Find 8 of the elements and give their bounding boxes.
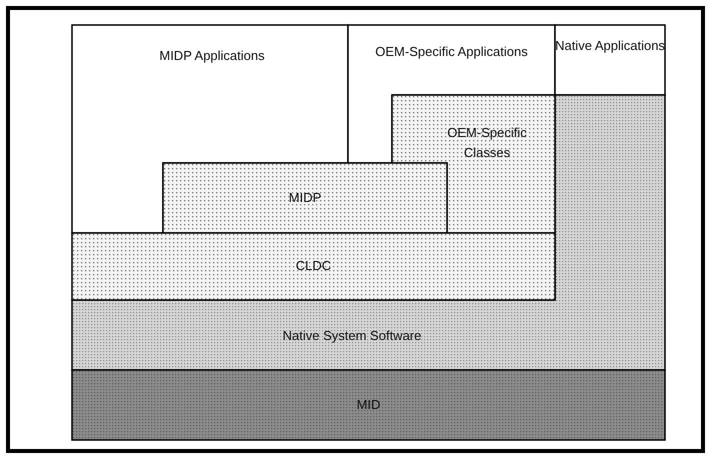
layer-label: MIDP	[288, 189, 322, 207]
layer-label: MID	[356, 396, 382, 414]
layer-label: MIDP Applications	[158, 47, 266, 65]
layer-label: Native System Software	[282, 327, 422, 345]
layer-label: CLDC	[294, 257, 332, 275]
layer-label: OEM-Specific Classes	[446, 124, 528, 162]
layer-label: OEM-Specific Applications	[374, 43, 529, 61]
layer-label: Native Applications	[555, 37, 665, 55]
